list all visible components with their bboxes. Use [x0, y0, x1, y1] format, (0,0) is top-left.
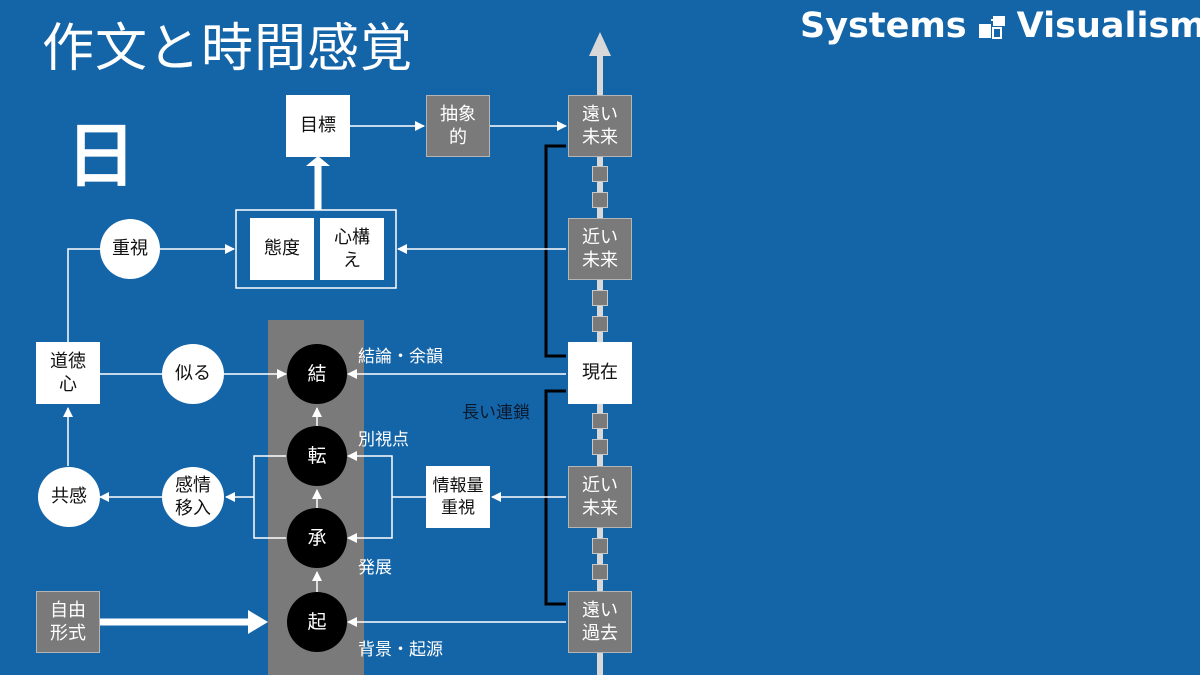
- chain-square: [592, 290, 608, 306]
- systems-visualism-logo-icon: [977, 11, 1007, 41]
- node-abstract: 抽象 的: [426, 95, 490, 157]
- brand-logo: Systems Visualism: [800, 6, 1200, 46]
- brand-word-systems: Systems: [800, 6, 967, 46]
- node-emphasis: 重視: [100, 219, 160, 279]
- loop-info-to-ten-sho: [347, 451, 393, 497]
- node-near-future: 近い 未来: [568, 218, 632, 280]
- label-sho: 発展: [358, 558, 392, 578]
- node-sho: 承: [287, 508, 347, 568]
- node-far-future: 遠い 未来: [568, 95, 632, 157]
- node-info-emphasis: 情報量 重視: [426, 466, 490, 528]
- chain-square: [592, 564, 608, 580]
- arrow-attitude-to-goal-head: [306, 156, 330, 166]
- brand-word-visualism: Visualism: [1016, 6, 1200, 46]
- page-title: 作文と時間感覚: [42, 19, 414, 79]
- node-ki: 起: [287, 592, 347, 652]
- node-similar: 似る: [162, 344, 224, 404]
- label-ki: 背景・起源: [358, 640, 443, 660]
- time-axis-arrowhead: [589, 32, 611, 56]
- node-goal: 目標: [286, 95, 350, 157]
- chain-square: [592, 538, 608, 554]
- label-ketsu: 結論・余韻: [358, 347, 443, 367]
- node-ketsu: 結: [287, 344, 347, 404]
- node-mindset: 心構 え: [320, 218, 384, 280]
- node-present: 現在: [568, 342, 632, 404]
- chain-square: [592, 166, 608, 182]
- node-moral: 道徳 心: [36, 342, 100, 404]
- label-long-chain: 長い連鎖: [462, 403, 530, 423]
- bracket-upper: [544, 144, 566, 358]
- chain-square: [592, 439, 608, 455]
- node-emotion-transfer: 感情 移入: [162, 467, 224, 527]
- node-empathy: 共感: [38, 467, 100, 527]
- attitude-group-outline: [235, 209, 397, 289]
- node-attitude: 態度: [250, 218, 314, 280]
- arrow-free-form-to-ki-head: [248, 610, 268, 634]
- big-char-label: 日: [66, 115, 136, 197]
- node-near-past: 近い 未来: [568, 466, 632, 528]
- loop-info-to-sho: [347, 497, 393, 543]
- link-moral-to-emphasis: [67, 248, 100, 342]
- label-ten: 別視点: [358, 430, 409, 450]
- chain-square: [592, 413, 608, 429]
- node-free-form: 自由 形式: [36, 591, 100, 653]
- node-far-past: 遠い 過去: [568, 591, 632, 653]
- chain-square: [592, 316, 608, 332]
- node-ten: 転: [287, 426, 347, 486]
- chain-square: [592, 192, 608, 208]
